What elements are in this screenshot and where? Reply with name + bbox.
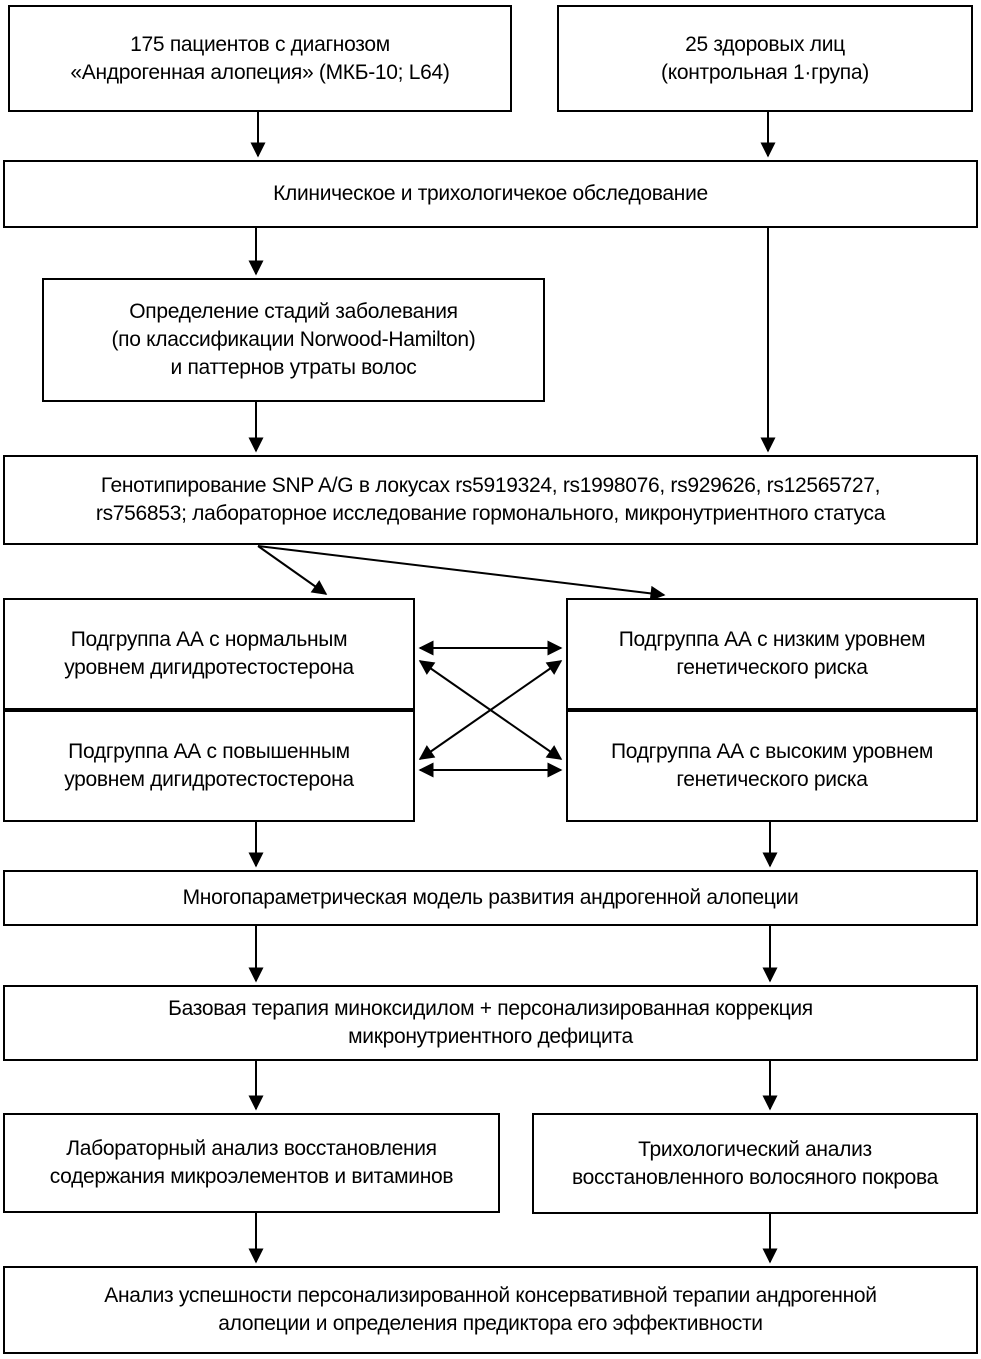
node-lab-analysis-label: Лабораторный анализ восстановления содер…: [49, 1137, 454, 1188]
node-subgroup-genetic-high-label: Подгруппа АА с высоким уровнем генетичес…: [611, 740, 933, 791]
node-subgroup-dht-normal-label: Подгруппа АА с нормальным уровнем дигидр…: [64, 628, 354, 679]
arrow-genotyping-to-dht-subgroups: [257, 545, 328, 595]
node-clinical-exam-label: Клиническое и трихологичекое обследовани…: [273, 182, 708, 206]
node-staging: Определение стадий заболевания (по класс…: [42, 278, 545, 402]
node-tricho-analysis: Трихологический анализ восстановленного …: [532, 1113, 978, 1214]
node-subgroup-dht-high: Подгруппа АА с повышенным уровнем дигидр…: [3, 710, 415, 822]
node-final-analysis-label: Анализ успешности персонализированной ко…: [104, 1284, 877, 1335]
node-control-group-label: 25 здоровых лиц (контрольная 1·група): [661, 32, 869, 84]
node-subgroup-genetic-high: Подгруппа АА с высоким уровнем генетичес…: [566, 710, 978, 822]
node-clinical-exam: Клиническое и трихологичекое обследовани…: [3, 160, 978, 228]
arrow-exchange-cross-down: [418, 660, 563, 760]
arrow-genotyping-to-genetic-subgroups: [257, 545, 666, 601]
node-tricho-analysis-label: Трихологический анализ восстановленного …: [572, 1137, 938, 1189]
node-therapy: Базовая терапия миноксидилом + персонали…: [3, 985, 978, 1061]
node-genotyping-label: Генотипирование SNP A/G в локусах rs5919…: [95, 474, 886, 525]
node-subgroup-dht-high-label: Подгруппа АА с повышенным уровнем дигидр…: [64, 740, 354, 791]
node-patients: 175 пациентов с диагнозом «Андрогенная а…: [8, 5, 512, 112]
node-control-group: 25 здоровых лиц (контрольная 1·група): [557, 5, 973, 112]
node-lab-analysis: Лабораторный анализ восстановления содер…: [3, 1113, 500, 1213]
node-patients-label: 175 пациентов с диагнозом «Андрогенная а…: [70, 32, 450, 84]
node-subgroup-genetic-low: Подгруппа АА с низким уровнем генетическ…: [566, 598, 978, 710]
node-therapy-label: Базовая терапия миноксидилом + персонали…: [168, 997, 813, 1048]
node-genotyping: Генотипирование SNP A/G в локусах rs5919…: [3, 455, 978, 545]
node-model-label: Многопараметрическая модель развития анд…: [182, 886, 799, 910]
node-subgroup-dht-normal: Подгруппа АА с нормальным уровнем дигидр…: [3, 598, 415, 710]
node-model: Многопараметрическая модель развития анд…: [3, 870, 978, 926]
node-final-analysis: Анализ успешности персонализированной ко…: [3, 1266, 978, 1354]
arrow-exchange-cross-up: [418, 660, 563, 760]
node-subgroup-genetic-low-label: Подгруппа АА с низким уровнем генетическ…: [618, 628, 926, 679]
node-staging-label: Определение стадий заболевания (по класс…: [111, 300, 476, 379]
